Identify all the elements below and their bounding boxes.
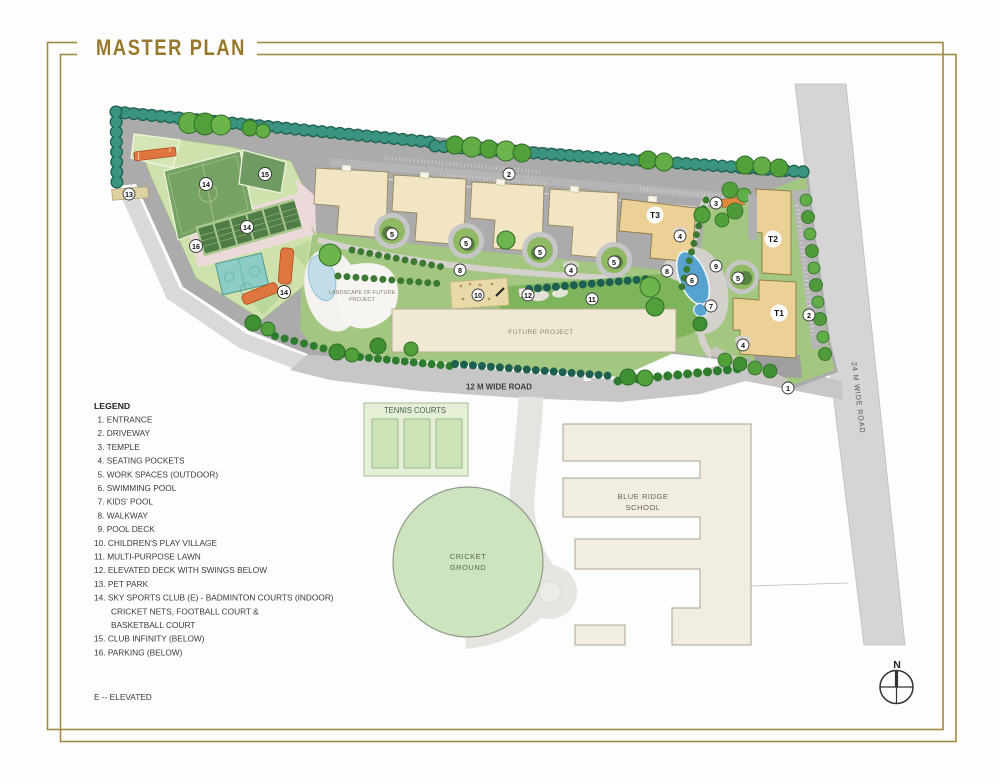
svg-text:T1: T1 (774, 308, 784, 318)
svg-text:14: 14 (202, 180, 210, 189)
svg-text:5: 5 (464, 239, 468, 248)
svg-text:16. PARKING (BELOW): 16. PARKING (BELOW) (94, 647, 183, 657)
svg-text:TENNIS COURTS: TENNIS COURTS (384, 405, 446, 415)
svg-text:14. SKY SPORTS CLUB (E) - BADM: 14. SKY SPORTS CLUB (E) - BADMINTON COUR… (94, 593, 334, 603)
svg-text:PROJECT: PROJECT (349, 297, 375, 303)
svg-text:8. WALKWAY: 8. WALKWAY (98, 510, 149, 520)
svg-text:16: 16 (192, 242, 200, 251)
svg-text:GROUND: GROUND (450, 563, 486, 572)
svg-text:13. PET PARK: 13. PET PARK (94, 579, 149, 589)
svg-text:LANDSCAPE OF FUTURE: LANDSCAPE OF FUTURE (329, 290, 396, 296)
svg-text:4: 4 (569, 266, 573, 275)
svg-text:4: 4 (678, 232, 682, 241)
svg-text:T2: T2 (768, 234, 778, 244)
svg-text:5: 5 (538, 248, 542, 257)
svg-text:3. TEMPLE: 3. TEMPLE (98, 442, 141, 452)
svg-text:5: 5 (736, 274, 740, 283)
svg-text:1. ENTRANCE: 1. ENTRANCE (98, 415, 153, 425)
svg-text:CRICKET: CRICKET (450, 552, 486, 561)
svg-text:SCHOOL: SCHOOL (625, 503, 660, 512)
svg-text:MASTER PLAN: MASTER PLAN (96, 35, 246, 60)
svg-text:12: 12 (524, 291, 532, 300)
svg-text:8: 8 (665, 267, 669, 276)
svg-text:BLUE RIDGE: BLUE RIDGE (618, 492, 669, 501)
svg-text:9: 9 (714, 262, 718, 271)
svg-text:T3: T3 (650, 210, 660, 220)
svg-text:5: 5 (390, 230, 394, 239)
svg-text:15: 15 (261, 170, 269, 179)
svg-text:8: 8 (458, 266, 462, 275)
svg-text:N: N (893, 659, 901, 671)
svg-text:5. WORK SPACES (OUTDOOR): 5. WORK SPACES (OUTDOOR) (98, 469, 219, 479)
svg-text:4: 4 (741, 341, 745, 350)
svg-text:2: 2 (507, 170, 511, 179)
svg-text:CRICKET NETS, FOOTBALL COURT &: CRICKET NETS, FOOTBALL COURT & (111, 606, 259, 616)
svg-text:11: 11 (588, 295, 596, 304)
svg-text:5: 5 (612, 258, 616, 267)
svg-text:1: 1 (786, 384, 790, 393)
svg-text:2: 2 (807, 311, 811, 320)
svg-text:13: 13 (125, 190, 133, 199)
svg-text:12 M WIDE ROAD: 12 M WIDE ROAD (466, 382, 532, 392)
svg-text:3: 3 (714, 199, 718, 208)
svg-text:11. MULTI-PURPOSE LAWN: 11. MULTI-PURPOSE LAWN (94, 552, 201, 562)
svg-text:BASKETBALL COURT: BASKETBALL COURT (111, 620, 195, 630)
svg-text:10. CHILDREN'S PLAY VILLAGE: 10. CHILDREN'S PLAY VILLAGE (94, 538, 217, 548)
svg-text:15. CLUB INFINITY (BELOW): 15. CLUB INFINITY (BELOW) (94, 634, 205, 644)
svg-text:7. KIDS' POOL: 7. KIDS' POOL (98, 497, 154, 507)
svg-text:12. ELEVATED DECK WITH SWINGS: 12. ELEVATED DECK WITH SWINGS BELOW (94, 565, 267, 575)
svg-text:9. POOL DECK: 9. POOL DECK (98, 524, 156, 534)
svg-text:10: 10 (474, 291, 482, 300)
svg-text:E -- ELEVATED: E -- ELEVATED (94, 692, 152, 702)
svg-text:7: 7 (709, 302, 713, 311)
svg-text:2. DRIVEWAY: 2. DRIVEWAY (98, 428, 151, 438)
svg-text:6. SWIMMING POOL: 6. SWIMMING POOL (98, 483, 177, 493)
svg-text:FUTURE PROJECT: FUTURE PROJECT (508, 329, 574, 336)
svg-text:4. SEATING POCKETS: 4. SEATING POCKETS (98, 456, 185, 466)
svg-text:LEGEND: LEGEND (94, 401, 130, 411)
svg-text:14: 14 (243, 223, 251, 232)
svg-text:14: 14 (280, 288, 288, 297)
svg-text:6: 6 (690, 276, 694, 285)
